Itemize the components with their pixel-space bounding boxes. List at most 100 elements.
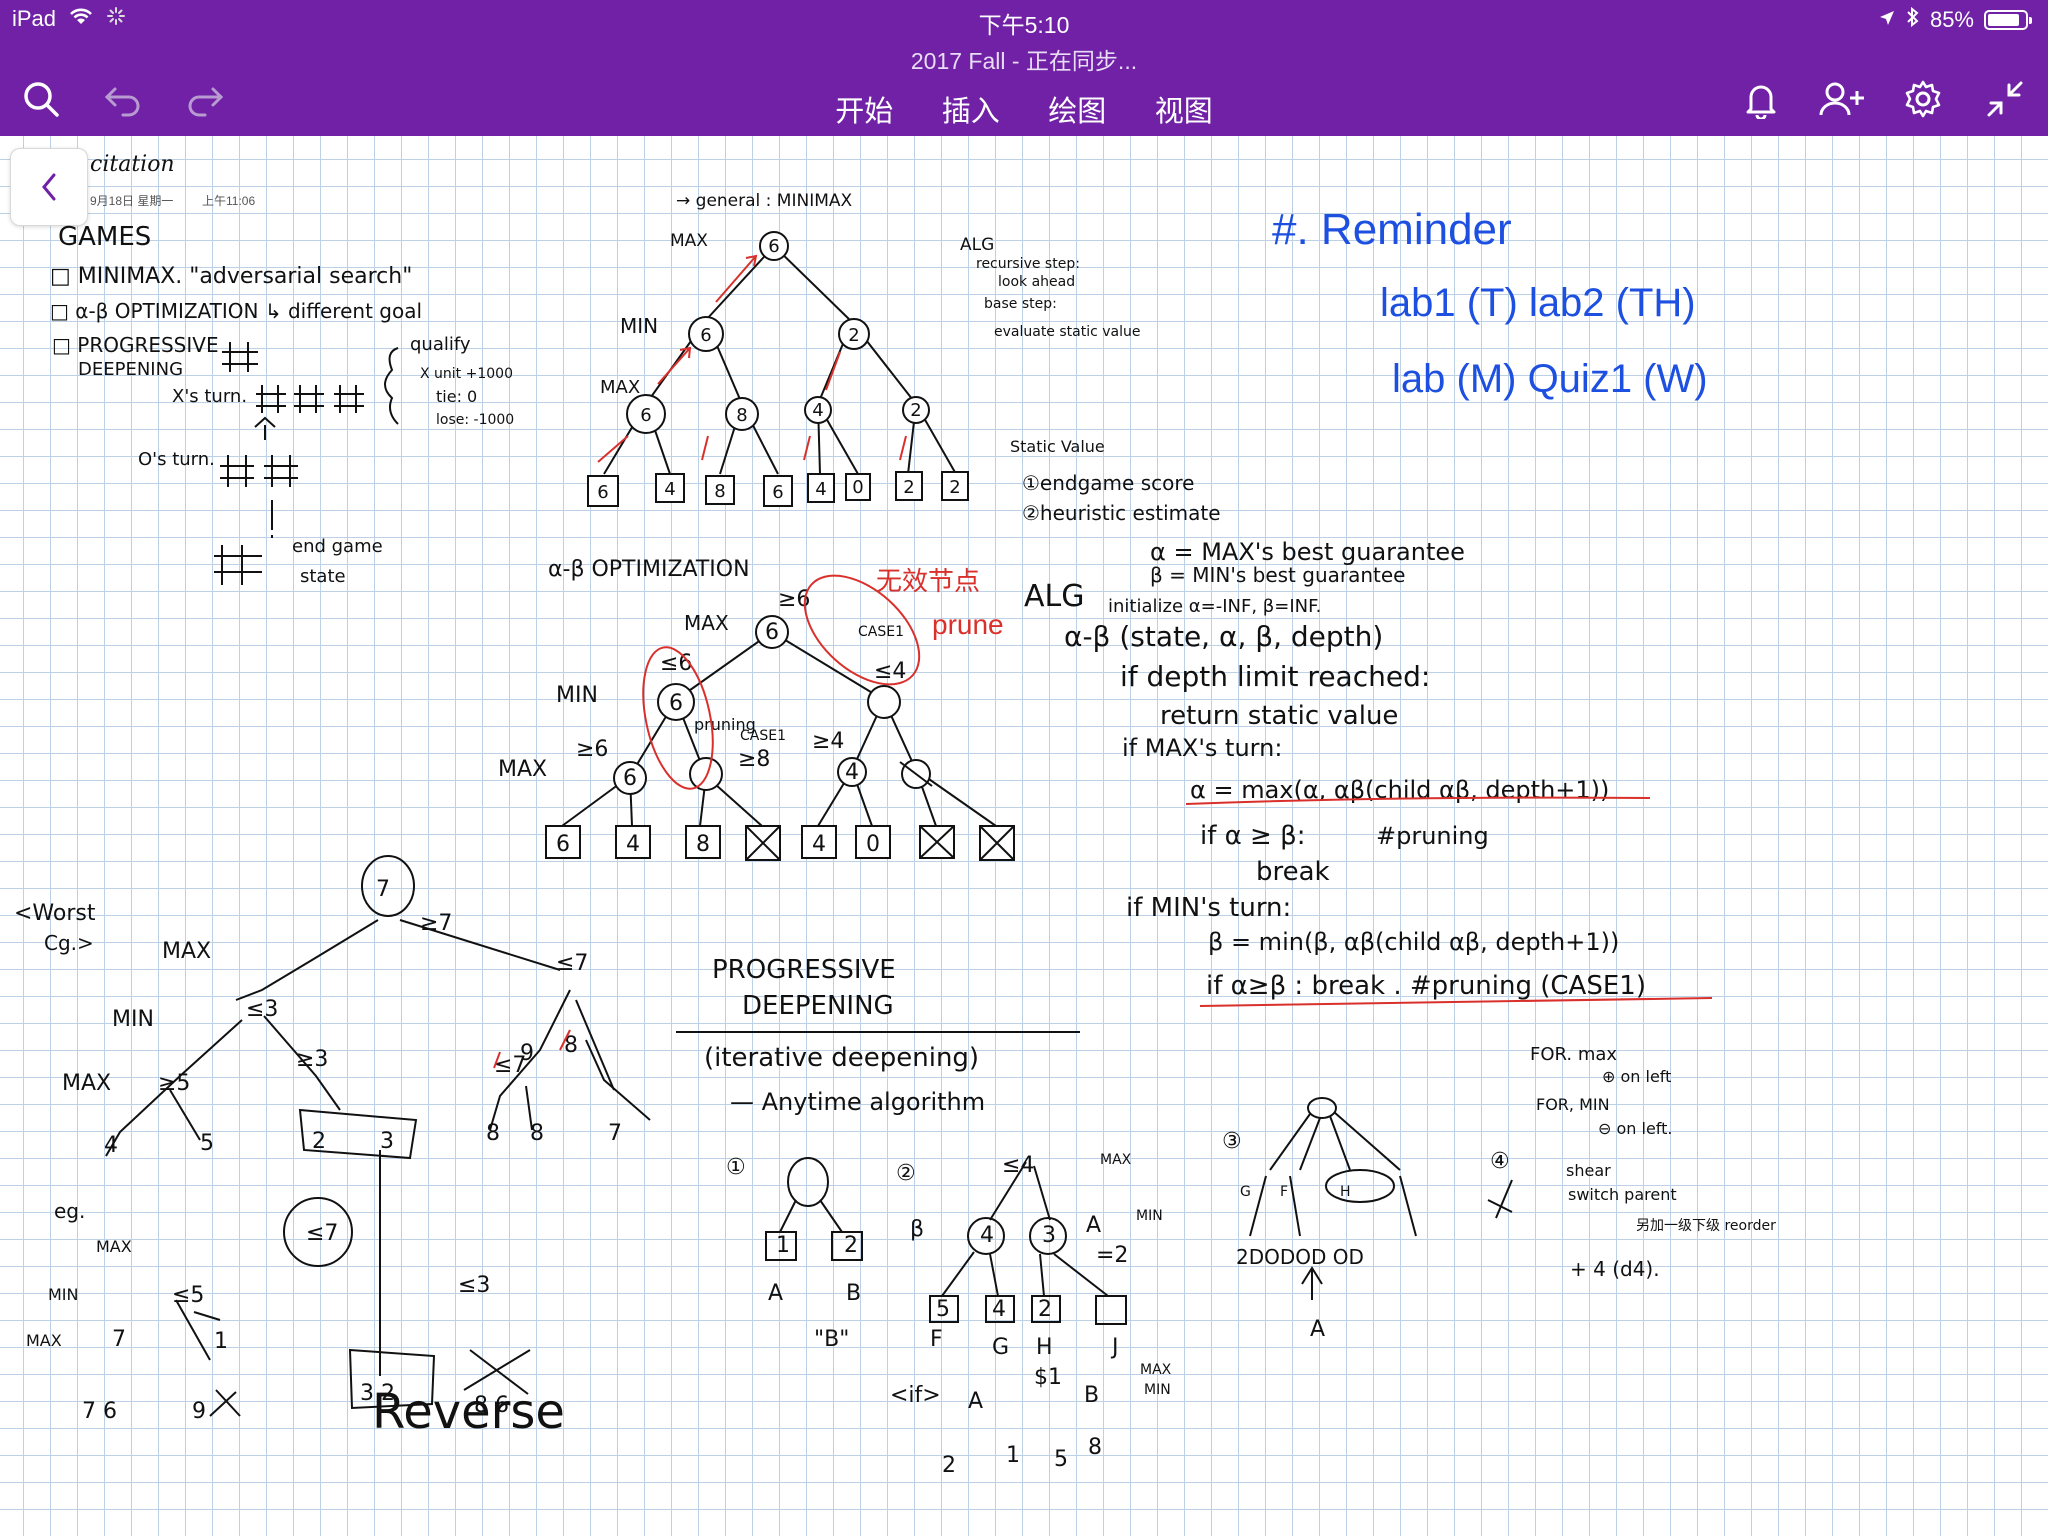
add-person-icon[interactable] — [1818, 74, 1868, 124]
svg-text:3: 3 — [1042, 1223, 1056, 1248]
leaf-value: 4 — [815, 479, 826, 500]
device-label: iPad — [12, 6, 57, 31]
back-button[interactable] — [10, 148, 88, 226]
svg-text:7: 7 — [608, 1121, 622, 1146]
svg-text:A: A — [1086, 1213, 1101, 1238]
eg-label-min: MIN — [48, 1285, 79, 1304]
redo-icon[interactable] — [180, 74, 230, 124]
ab-signature: α-β (state, α, β, depth) — [1064, 620, 1383, 653]
note-prune: prune — [932, 609, 1004, 640]
note-iterative: (iterative deepening) — [704, 1043, 979, 1073]
reminder-line-1: lab1 (T) lab2 (TH) — [1380, 281, 1696, 325]
battery-percent: 85% — [1929, 7, 1974, 32]
gear-icon[interactable] — [1898, 74, 1948, 124]
note-for-max: FOR. max — [1530, 1044, 1617, 1065]
bluetooth-icon — [1906, 6, 1920, 34]
note-base-step: base step: — [984, 296, 1057, 312]
svg-text:+ 4 (d4).: + 4 (d4). — [1570, 1257, 1660, 1281]
note-prog-deep-1: □ PROGRESSIVE — [52, 333, 219, 357]
svg-text:2: 2 — [848, 325, 859, 346]
alpha-definition: α = MAX's best guarantee — [1150, 538, 1465, 566]
ab-algorithm: ALG α = MAX's best guarantee β = MIN's b… — [1024, 538, 1713, 1007]
svg-text:4: 4 — [992, 1297, 1006, 1322]
prog-title-2: DEEPENING — [742, 991, 894, 1021]
svg-text:2: 2 — [844, 1233, 858, 1258]
beta-definition: β = MIN's best guarantee — [1150, 563, 1405, 587]
svg-text:5: 5 — [936, 1297, 950, 1322]
note-case1-b: CASE1 — [858, 624, 904, 640]
status-bar: iPad 下午5:10 85% — [0, 0, 2048, 40]
svg-text:"B": "B" — [814, 1327, 849, 1352]
svg-text:≤4: ≤4 — [1002, 1153, 1034, 1178]
location-icon — [1878, 7, 1896, 33]
note-endgame-score: ①endgame score — [1022, 471, 1194, 495]
note-eval-static: evaluate static value — [994, 324, 1141, 340]
svg-text:=2: =2 — [1096, 1243, 1128, 1268]
beta-update-line: β = min(β, αβ(child αβ, depth+1)) — [1208, 928, 1619, 956]
svg-text:≤7: ≤7 — [556, 951, 588, 976]
note-anytime: — Anytime algorithm — [730, 1088, 985, 1116]
svg-text:8: 8 — [696, 832, 710, 857]
prog-label-min-2: MIN — [1144, 1382, 1171, 1398]
note-reverse: Reverse — [372, 1384, 565, 1440]
note-end-game-1: end game — [292, 536, 383, 557]
battery-icon — [1984, 10, 2032, 30]
alg-notes-top: ALG recursive step: look ahead base step… — [960, 235, 1221, 525]
prog-title-1: PROGRESSIVE — [712, 955, 896, 985]
worst-case-tree: <Worst Cg.> MAX MIN MAX 7≥7≤7 ≤3≥3≥5 — [14, 855, 651, 1440]
label-max-1: MAX — [670, 231, 708, 251]
bell-icon[interactable] — [1736, 74, 1786, 124]
tab-home[interactable]: 开始 — [835, 96, 894, 128]
tab-draw[interactable]: 绘图 — [1048, 96, 1107, 128]
note-recursive: recursive step: — [976, 256, 1080, 272]
svg-text:A: A — [768, 1281, 783, 1306]
svg-text:H: H — [1340, 1184, 1351, 1200]
svg-text:β: β — [910, 1217, 924, 1242]
note-pruning: pruning — [694, 715, 756, 734]
note-switch: switch parent — [1568, 1185, 1677, 1204]
toolbar: 开始 插入 绘图 视图 — [0, 70, 2048, 130]
collapse-icon[interactable] — [1980, 74, 2030, 124]
svg-text:6: 6 — [556, 832, 570, 857]
status-time: 下午5:10 — [978, 12, 1070, 38]
prog-label-max-2: MAX — [1140, 1362, 1172, 1378]
svg-text:7: 7 — [376, 877, 390, 902]
chevron-left-icon — [42, 173, 56, 201]
leaf-value: 2 — [949, 477, 960, 498]
svg-text:0: 0 — [866, 832, 880, 857]
svg-text:7: 7 — [112, 1327, 126, 1352]
svg-text:8: 8 — [1088, 1435, 1102, 1460]
svg-text:8 6: 8 6 — [474, 1393, 509, 1418]
sync-spinner-icon — [106, 6, 126, 32]
note-worst: <Worst — [14, 901, 96, 926]
note-canvas[interactable] — [0, 136, 2048, 1536]
svg-text:≤3: ≤3 — [246, 997, 278, 1022]
note-eg: eg. — [54, 1199, 85, 1223]
svg-text:≤3: ≤3 — [458, 1273, 490, 1298]
note-shear: shear — [1566, 1161, 1611, 1180]
svg-text:≥4: ≥4 — [812, 729, 844, 754]
side-notes: FOR. max ⊕ on left FOR, MIN ⊖ on left. ④… — [1487, 1044, 1776, 1281]
wifi-icon — [68, 6, 94, 32]
ab-label-max: MAX — [684, 611, 729, 635]
tab-view[interactable]: 视图 — [1154, 96, 1213, 128]
undo-icon[interactable] — [98, 74, 148, 124]
svg-text:≤6: ≤6 — [660, 651, 692, 676]
leaf-value: 6 — [772, 482, 783, 503]
svg-text:5: 5 — [1054, 1447, 1068, 1472]
svg-text:1: 1 — [214, 1329, 228, 1354]
svg-text:2DODOD OD: 2DODOD OD — [1236, 1245, 1364, 1269]
svg-text:A: A — [968, 1389, 983, 1414]
eg-label-max-2: MAX — [26, 1331, 62, 1350]
svg-text:B: B — [846, 1281, 861, 1306]
note-general: → general : MINIMAX — [676, 191, 853, 211]
worst-label-max-2: MAX — [62, 1071, 111, 1096]
tab-insert[interactable]: 插入 — [941, 96, 1000, 128]
svg-text:≥5: ≥5 — [158, 1071, 190, 1096]
leaf-value: 0 — [852, 477, 863, 498]
svg-text:8: 8 — [736, 405, 747, 426]
note-minimax: □ MINIMAX. "adversarial search" — [50, 264, 412, 289]
label-min-1: MIN — [620, 314, 658, 338]
search-icon[interactable] — [16, 74, 66, 124]
